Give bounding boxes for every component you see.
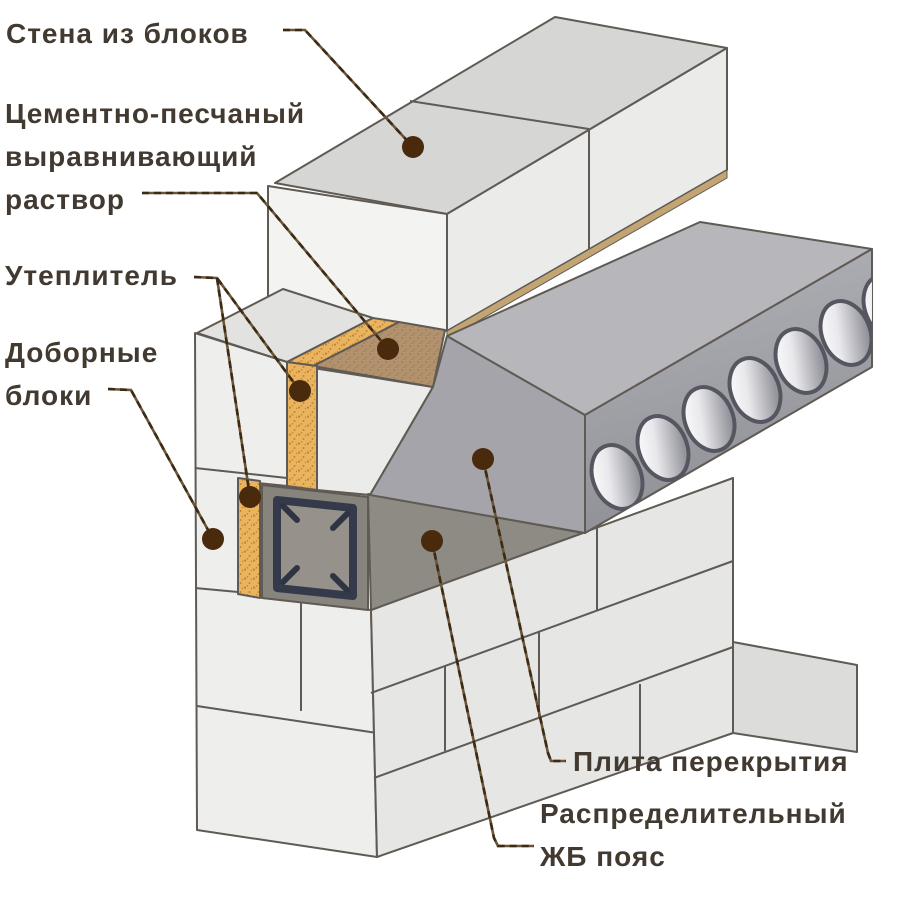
callout-dot-insulation-lower (239, 486, 261, 508)
block-joint (370, 560, 734, 694)
leader-wall-blocks (283, 28, 414, 148)
label-mortar-line1: Цементно-песчаный (5, 98, 306, 129)
block-joint (194, 587, 239, 593)
lower-right-wall (370, 477, 858, 858)
label-filler-blocks: Доборные блоки (5, 331, 158, 417)
rc-belt (237, 477, 584, 611)
label-belt-line2: ЖБ пояс (540, 841, 666, 872)
label-belt: Распределительный ЖБ пояс (540, 792, 847, 878)
label-floor-slab: Плита перекрытия (573, 746, 849, 777)
leader-line-texture (107, 28, 566, 848)
slab-hollow-cores (589, 273, 872, 511)
callout-dot-mortar (377, 338, 399, 360)
block-joint (373, 646, 734, 779)
floor-slab (369, 221, 873, 534)
label-mortar-line3: раствор (5, 184, 126, 215)
rebar-hooks (280, 503, 350, 593)
label-belt-line1: Распределительный (540, 798, 847, 829)
callout-dot-insulation-upper (289, 380, 311, 402)
block-joint (196, 705, 378, 734)
label-insulation: Утеплитель (5, 260, 178, 291)
callout-dot-filler (202, 528, 224, 550)
top-wall-blocks (267, 16, 728, 340)
block-joint (194, 467, 288, 479)
label-wall-blocks: Стена из блоков (6, 18, 249, 49)
block-joint (409, 100, 590, 130)
label-mortar: Цементно-песчаный выравнивающий раствор (5, 92, 305, 221)
callout-dot-wall (402, 136, 424, 158)
right-wall-rear-block (732, 641, 858, 753)
leader-lines (107, 28, 566, 848)
label-filler-line1: Доборные (5, 337, 159, 368)
label-filler-line2: блоки (5, 380, 93, 411)
callout-dot-belt (421, 530, 443, 552)
callout-dot-slab (472, 448, 494, 470)
label-mortar-line2: выравнивающий (5, 141, 258, 172)
scene (194, 16, 873, 858)
insulation-strip-lower (237, 477, 261, 599)
callout-dots (202, 136, 494, 552)
